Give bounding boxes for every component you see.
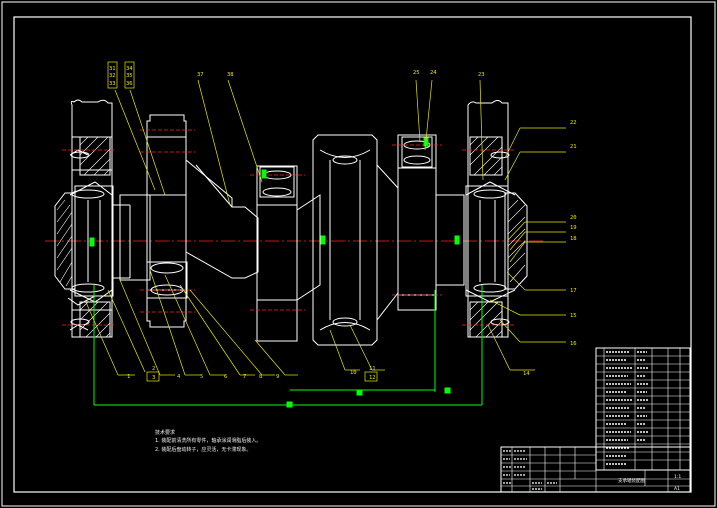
part-label-8: 8 bbox=[259, 374, 262, 380]
part-label-32: 32 bbox=[109, 73, 116, 79]
part-label-34: 34 bbox=[126, 66, 133, 72]
part-label-37: 37 bbox=[197, 72, 204, 78]
notes-heading: 技术要求 bbox=[155, 429, 175, 436]
part-label-23: 23 bbox=[478, 72, 485, 78]
part-labels-bottom: 1 2 3 4 5 6 7 8 9 10 11 12 bbox=[127, 366, 376, 381]
part-label-25: 25 bbox=[413, 70, 420, 76]
part-label-18: 18 bbox=[570, 236, 577, 242]
part-label-15: 15 bbox=[570, 313, 577, 319]
part-labels-top: 31 32 33 34 35 36 37 38 25 24 23 bbox=[109, 66, 485, 87]
right-hub bbox=[397, 134, 465, 311]
part-label-5: 5 bbox=[200, 374, 203, 380]
part-label-21: 21 bbox=[570, 144, 577, 150]
title-block-sheet: A1 bbox=[674, 486, 680, 492]
part-label-7: 7 bbox=[243, 374, 246, 380]
part-labels-right: 22 21 20 19 18 17 15 16 14 bbox=[523, 120, 577, 377]
part-label-10: 10 bbox=[350, 370, 357, 376]
parts-list-table bbox=[595, 347, 691, 471]
part-label-3: 3 bbox=[152, 375, 155, 381]
middle-left-hub bbox=[256, 165, 321, 342]
red-hidden-lines bbox=[62, 129, 515, 326]
part-label-20: 20 bbox=[570, 215, 577, 221]
part-label-9: 9 bbox=[276, 374, 279, 380]
inner-border bbox=[13, 16, 692, 493]
part-label-22: 22 bbox=[570, 120, 577, 126]
part-label-16: 16 bbox=[570, 341, 577, 347]
part-label-36: 36 bbox=[126, 81, 133, 87]
part-label-31: 31 bbox=[109, 66, 116, 72]
right-bearing-assembly bbox=[465, 100, 528, 338]
title-block-scale: 1:1 bbox=[674, 474, 681, 480]
notes-line-2: 2. 装配后盘动转子，应灵活，无卡滞现象。 bbox=[155, 446, 251, 453]
part-label-33: 33 bbox=[109, 81, 116, 87]
left-hub bbox=[119, 114, 259, 328]
part-label-4: 4 bbox=[177, 374, 181, 380]
part-label-11: 11 bbox=[369, 366, 376, 372]
part-label-17: 17 bbox=[570, 288, 577, 294]
technical-notes: 技术要求 1. 装配前清洗所有零件，轴承涂润滑脂后装入。 2. 装配后盘动转子，… bbox=[155, 429, 261, 453]
part-label-2: 2 bbox=[152, 366, 155, 372]
part-label-35: 35 bbox=[126, 73, 133, 79]
part-label-14: 14 bbox=[523, 371, 530, 377]
part-label-19: 19 bbox=[570, 225, 577, 231]
part-label-6: 6 bbox=[224, 374, 227, 380]
part-label-24: 24 bbox=[430, 70, 437, 76]
part-label-38: 38 bbox=[227, 72, 234, 78]
part-label-1: 1 bbox=[127, 374, 130, 380]
part-label-12: 12 bbox=[369, 375, 376, 381]
left-bearing-assembly bbox=[54, 99, 131, 338]
title-block-title: 支承辊装配图 bbox=[618, 477, 645, 484]
notes-line-1: 1. 装配前清洗所有零件，轴承涂润滑脂后装入。 bbox=[155, 437, 261, 444]
title-block bbox=[500, 446, 691, 493]
leader-lines bbox=[84, 61, 566, 382]
center-wheel bbox=[312, 134, 399, 346]
